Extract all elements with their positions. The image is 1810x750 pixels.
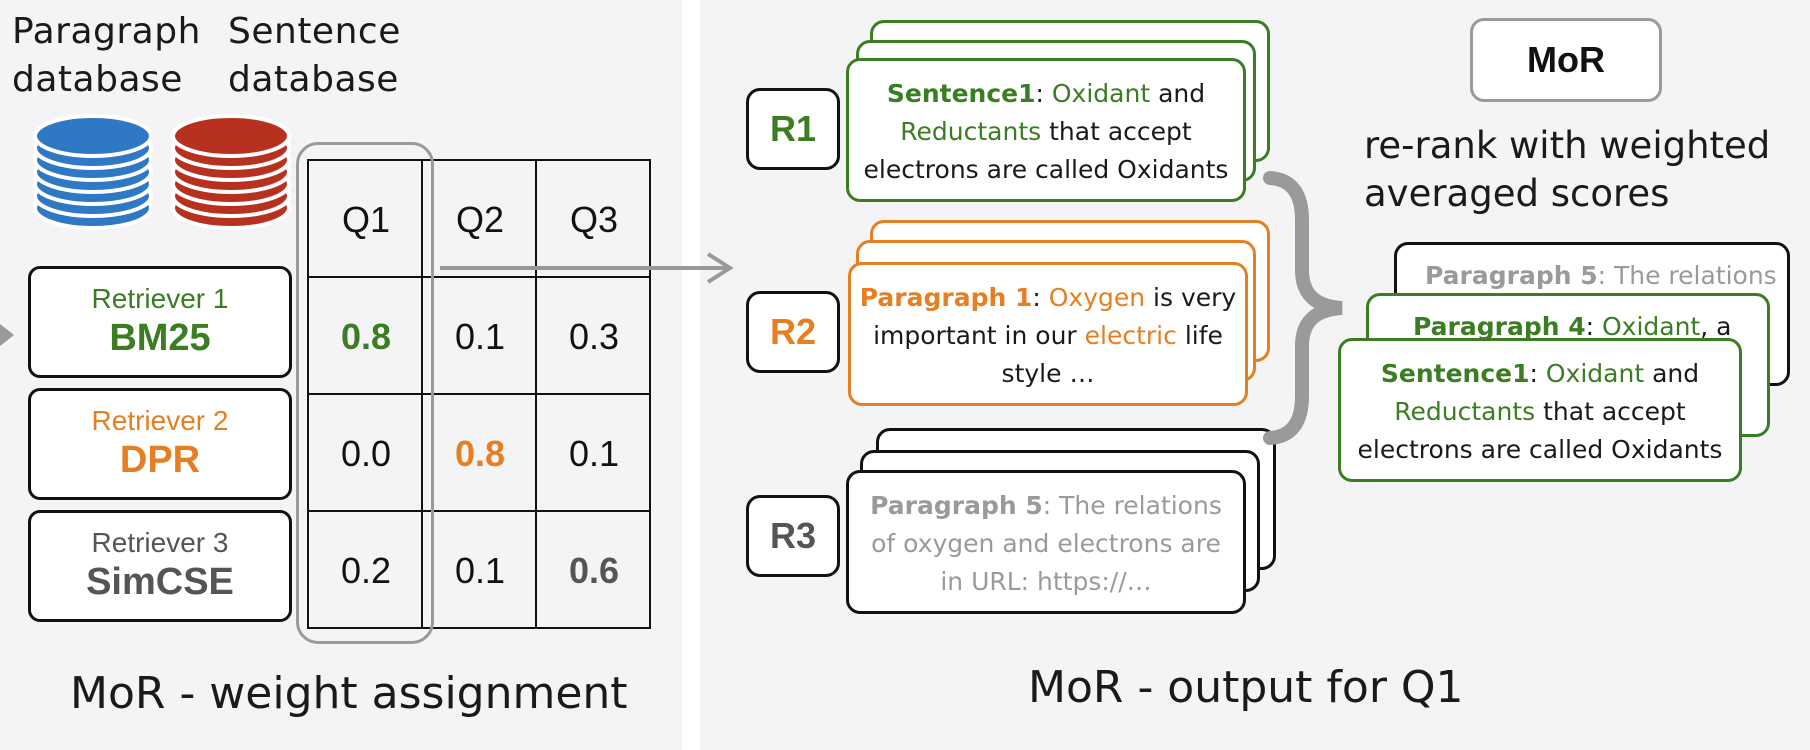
sentence-database-icon bbox=[171, 114, 291, 230]
weight-cell-r3-q1: 0.2 bbox=[340, 549, 392, 591]
r1-card-label: Sentence1 bbox=[886, 79, 1036, 108]
weight-cell-r2-q2: 0.8 bbox=[454, 432, 506, 474]
weight-cell-r3-q2: 0.1 bbox=[454, 549, 506, 591]
retriever-box-1: Retriever 1 BM25 bbox=[28, 266, 292, 378]
retriever-box-2: Retriever 2 DPR bbox=[28, 388, 292, 500]
retriever-2-title: Retriever 2 bbox=[91, 405, 229, 436]
column-header-q3: Q3 bbox=[569, 198, 619, 240]
weight-cell-r1-q3: 0.3 bbox=[568, 315, 620, 357]
retriever-3-title: Retriever 3 bbox=[91, 527, 229, 558]
weight-cell-r3-q3: 0.6 bbox=[568, 549, 620, 591]
retriever-2-name: DPR bbox=[119, 439, 201, 481]
output-p5-label: Paragraph 5 bbox=[1425, 261, 1598, 290]
r2-front-card: Paragraph 1: Oxygen is very important in… bbox=[848, 262, 1248, 406]
rerank-text: re-rank with weighted averaged scores bbox=[1364, 124, 1771, 215]
r3-front-card: Paragraph 5: The relations of oxygen and… bbox=[846, 470, 1246, 614]
r1-front-card: Sentence1: Oxidant and Reductants that a… bbox=[846, 58, 1246, 202]
retriever-box-3: Retriever 3 SimCSE bbox=[28, 510, 292, 622]
output-caption: MoR - output for Q1 bbox=[1028, 662, 1464, 713]
retriever-1-title: Retriever 1 bbox=[91, 283, 229, 314]
q1-column-highlight bbox=[296, 142, 434, 644]
weight-assignment-caption: MoR - weight assignment bbox=[70, 668, 628, 719]
r1-label: R1 bbox=[746, 88, 840, 170]
column-header-q2: Q2 bbox=[455, 198, 505, 240]
mor-label: MoR bbox=[1470, 18, 1662, 102]
weight-grid bbox=[307, 159, 651, 629]
weight-cell-r2-q3: 0.1 bbox=[568, 432, 620, 474]
merge-brace-icon bbox=[1263, 171, 1343, 445]
output-s1-label: Sentence1 bbox=[1380, 359, 1530, 388]
output-p4-label: Paragraph 4 bbox=[1413, 312, 1586, 341]
r3-label: R3 bbox=[746, 495, 840, 577]
q1-output-arrow-icon bbox=[440, 252, 734, 284]
weight-cell-r2-q1: 0.0 bbox=[340, 432, 392, 474]
weight-cell-r1-q2: 0.1 bbox=[454, 315, 506, 357]
r2-card-label: Paragraph 1 bbox=[859, 283, 1033, 312]
r2-label: R2 bbox=[746, 291, 840, 373]
output-card-sentence-1: Sentence1: Oxidant and Reductants that a… bbox=[1338, 338, 1742, 482]
retriever-3-name: SimCSE bbox=[86, 561, 234, 603]
paragraph-database-icon bbox=[33, 114, 153, 230]
sentence-database-label: Sentence database bbox=[228, 11, 401, 100]
paragraph-database-label: Paragraph database bbox=[12, 11, 201, 100]
r3-card-label: Paragraph 5 bbox=[870, 491, 1043, 520]
incoming-arrow-icon bbox=[0, 324, 14, 346]
weight-cell-r1-q1: 0.8 bbox=[340, 315, 392, 357]
retriever-1-name: BM25 bbox=[109, 317, 211, 359]
column-header-q1: Q1 bbox=[341, 198, 391, 240]
